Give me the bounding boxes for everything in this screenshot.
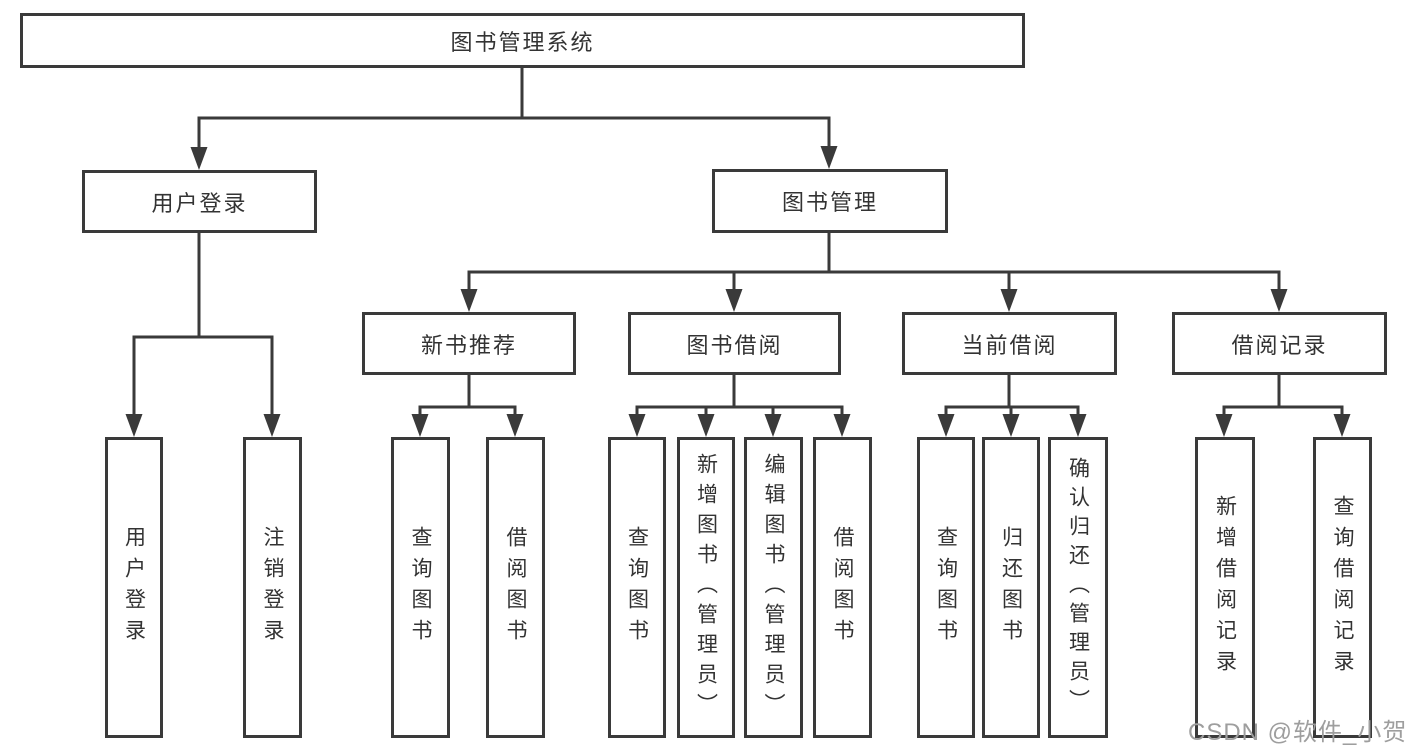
leaf-logout: 注销登录 [243, 437, 302, 738]
leaf-add-books-admin: 新增图书（管理员） [677, 437, 735, 738]
leaf-return-books: 归还图书 [982, 437, 1040, 738]
csdn-watermark: CSDN @软件_小贺同学 [1188, 719, 1405, 746]
leaf-query-books-borrow: 查询图书 [608, 437, 666, 738]
node-current-borrow: 当前借阅 [902, 312, 1117, 375]
node-borrow-records: 借阅记录 [1172, 312, 1387, 375]
leaf-edit-books-admin: 编辑图书（管理员） [744, 437, 803, 738]
leaf-borrow-books-recommend: 借阅图书 [486, 437, 545, 738]
node-root-system: 图书管理系统 [20, 13, 1025, 68]
node-book-management: 图书管理 [712, 169, 948, 233]
node-new-book-recommend: 新书推荐 [362, 312, 576, 375]
leaf-query-borrow-record: 查询借阅记录 [1313, 437, 1372, 738]
leaf-add-borrow-record: 新增借阅记录 [1195, 437, 1255, 738]
tree-lines [132, 66, 1344, 419]
node-user-login: 用户登录 [82, 170, 317, 233]
leaf-borrow-books: 借阅图书 [813, 437, 872, 738]
leaf-user-login: 用户登录 [105, 437, 163, 738]
leaf-query-books-current: 查询图书 [917, 437, 975, 738]
node-book-borrow: 图书借阅 [628, 312, 841, 375]
arrowhead-icons [125, 146, 1351, 437]
leaf-query-books-recommend: 查询图书 [391, 437, 450, 738]
leaf-confirm-return-admin: 确认归还（管理员） [1048, 437, 1108, 738]
